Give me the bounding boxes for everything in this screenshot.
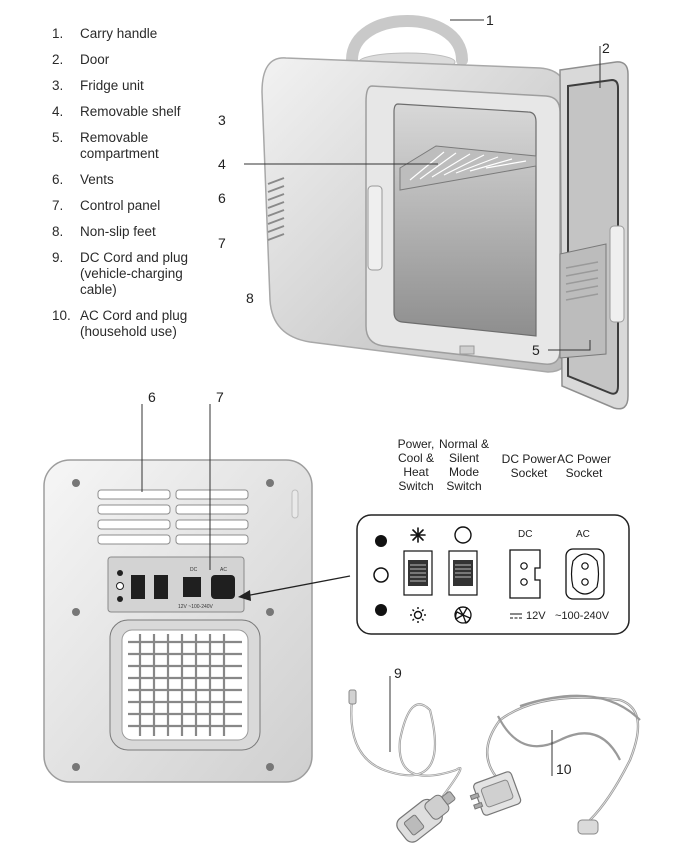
part-number: 10. bbox=[52, 308, 71, 323]
part-item: 8. Non-slip feet bbox=[52, 224, 222, 240]
part-item: 7. Control panel bbox=[52, 198, 222, 214]
normal-silent-mode-switch bbox=[448, 550, 478, 596]
part-item: 2. Door bbox=[52, 52, 222, 68]
callout-dc-cord: 9 bbox=[394, 665, 402, 681]
callout-removable-compartment: 5 bbox=[532, 342, 540, 358]
part-number: 4. bbox=[52, 104, 64, 119]
dc-cord-and-plug bbox=[348, 689, 462, 843]
mode-switch-label: Normal & Silent Mode Switch bbox=[438, 437, 489, 493]
carry-handle-icon bbox=[346, 15, 468, 66]
part-item: 4. Removable shelf bbox=[52, 104, 222, 120]
callout-vents: 6 bbox=[218, 190, 226, 206]
callout-ac-cord: 10 bbox=[556, 761, 572, 777]
ac-cord-and-plug bbox=[469, 694, 641, 835]
back-vents bbox=[97, 489, 249, 545]
fridge-back-view: DC AC 12V ~100-240V bbox=[43, 404, 351, 783]
part-number: 5. bbox=[52, 130, 64, 145]
control-panel-detail bbox=[356, 514, 630, 635]
part-label: Door bbox=[80, 52, 110, 67]
fridge-door bbox=[559, 61, 629, 410]
part-number: 8. bbox=[52, 224, 64, 239]
fridge-front-view bbox=[261, 15, 629, 410]
leader-lines bbox=[244, 19, 601, 351]
svg-text:AC: AC bbox=[220, 567, 227, 573]
dc-symbol-icon bbox=[510, 613, 522, 619]
fan-grille bbox=[109, 619, 261, 751]
part-number: 6. bbox=[52, 172, 64, 187]
part-label: Fridge unit bbox=[80, 78, 144, 93]
dc-socket-label: DC Power Socket bbox=[501, 452, 557, 480]
part-label: Removable compartment bbox=[80, 130, 159, 161]
part-label: Control panel bbox=[80, 198, 161, 213]
callout-back-vents: 6 bbox=[148, 389, 156, 405]
removable-shelf bbox=[399, 145, 537, 191]
parts-list: 1. Carry handle 2. Door 3. Fridge unit 4. Re… bbox=[52, 26, 222, 350]
part-item: 3. Fridge unit bbox=[52, 78, 222, 94]
callout-fridge-unit: 3 bbox=[218, 112, 226, 128]
part-label: Non-slip feet bbox=[80, 224, 156, 239]
part-number: 7. bbox=[52, 198, 64, 213]
part-item: 1. Carry handle bbox=[52, 26, 222, 42]
ac-voltage: ~100-240V bbox=[555, 610, 610, 622]
part-label: AC Cord and plug (household use) bbox=[80, 308, 188, 339]
ac-power-socket bbox=[565, 548, 605, 600]
callout-carry-handle: 1 bbox=[486, 12, 494, 28]
ac-socket-label: AC Power Socket bbox=[556, 452, 612, 480]
callout-non-slip-feet: 8 bbox=[246, 290, 254, 306]
part-number: 1. bbox=[52, 26, 64, 41]
callout-control-panel: 7 bbox=[218, 235, 226, 251]
part-item: 6. Vents bbox=[52, 172, 222, 188]
callout-back-control-panel: 7 bbox=[216, 389, 224, 405]
callout-removable-shelf: 4 bbox=[218, 156, 226, 172]
fridge-interior bbox=[393, 103, 537, 337]
part-label: Removable shelf bbox=[80, 104, 181, 119]
back-control-panel: DC AC 12V ~100-240V bbox=[107, 556, 245, 613]
indicator-light-cool bbox=[375, 535, 387, 547]
part-item: 9. DC Cord and plug (vehicle-charging cab… bbox=[52, 250, 222, 298]
part-number: 9. bbox=[52, 250, 64, 265]
dc-tag: DC bbox=[518, 529, 533, 540]
callout-door: 2 bbox=[602, 40, 610, 56]
power-cool-heat-switch bbox=[403, 550, 433, 596]
dc-voltage: 12V bbox=[526, 610, 546, 622]
ac-tag: AC bbox=[576, 529, 590, 540]
svg-text:12V ~100-240V: 12V ~100-240V bbox=[178, 604, 214, 610]
indicator-light-off bbox=[373, 567, 389, 583]
snowflake-icon bbox=[410, 527, 426, 543]
side-vents bbox=[267, 177, 285, 241]
part-item: 5. Removable compartment bbox=[52, 130, 222, 162]
part-number: 3. bbox=[52, 78, 64, 93]
fan-icon bbox=[454, 606, 472, 624]
part-label: Carry handle bbox=[80, 26, 158, 41]
part-item: 10. AC Cord and plug (household use) bbox=[52, 308, 222, 340]
power-switch-label: Power, Cool & Heat Switch bbox=[397, 437, 435, 493]
svg-text:DC: DC bbox=[190, 567, 198, 573]
part-label: DC Cord and plug (vehicle-charging cable… bbox=[80, 250, 189, 297]
moon-icon bbox=[454, 526, 472, 544]
part-number: 2. bbox=[52, 52, 64, 67]
sun-icon bbox=[410, 607, 426, 623]
removable-compartment bbox=[559, 243, 607, 359]
part-label: Vents bbox=[80, 172, 114, 187]
dc-power-socket bbox=[509, 549, 541, 599]
indicator-light-heat bbox=[375, 604, 387, 616]
